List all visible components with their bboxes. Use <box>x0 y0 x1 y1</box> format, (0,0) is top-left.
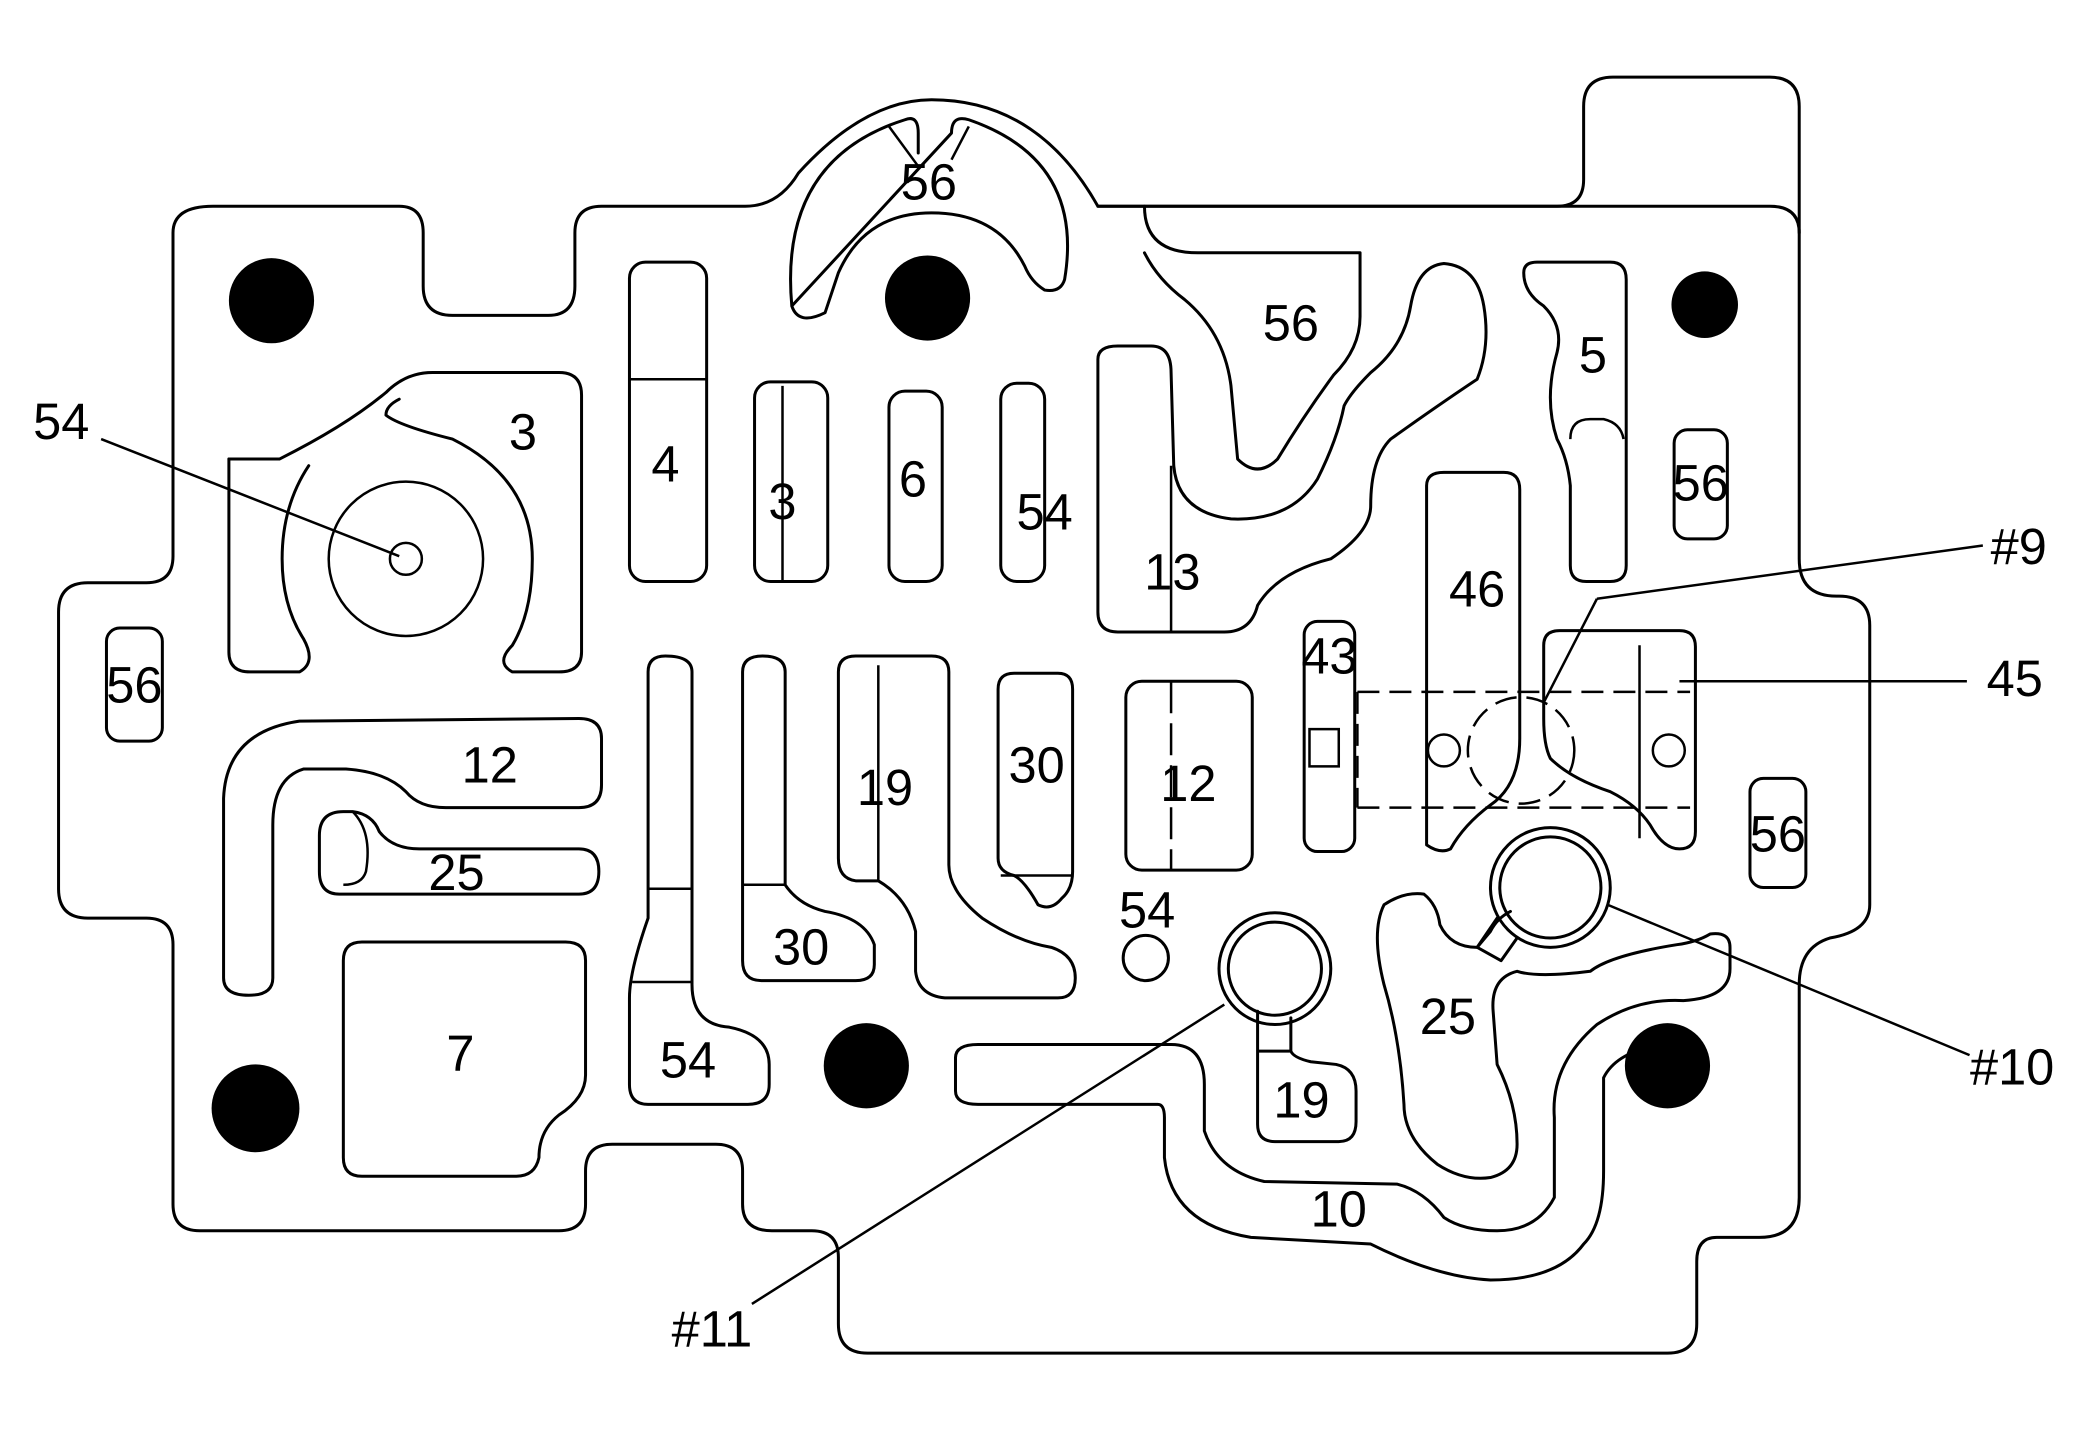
bolt-hole <box>823 1023 909 1109</box>
passage-6-col <box>889 391 942 581</box>
label-4: 4 <box>651 436 679 493</box>
passage-13 <box>1098 263 1486 632</box>
passage-4-upper <box>629 262 706 581</box>
passage-43 <box>1304 621 1355 851</box>
passage-10 <box>955 894 1730 1231</box>
label-46: 46 <box>1449 561 1505 618</box>
callout-check-11: #11 <box>672 1301 753 1358</box>
callout-check-9: #9 <box>1991 518 2047 575</box>
label-56-top: 56 <box>1263 295 1319 352</box>
label-30-mid: 30 <box>1009 736 1065 793</box>
passage-5 <box>1524 262 1626 581</box>
leader-9b <box>1544 599 1597 703</box>
passage-3-col <box>755 382 828 582</box>
passage-54-col <box>1001 383 1045 581</box>
bolt-hole <box>884 255 971 341</box>
label-3-top: 3 <box>509 404 537 461</box>
label-43: 43 <box>1301 627 1357 684</box>
separator-plate-dashed <box>1357 692 1690 808</box>
label-54-low: 54 <box>660 1032 716 1089</box>
callout-check-10: #10 <box>1970 1038 2054 1095</box>
label-3-mid: 3 <box>768 473 796 530</box>
label-13: 13 <box>1144 543 1200 600</box>
passage-56-right-low <box>1750 778 1806 887</box>
label-56-arc: 56 <box>901 154 957 211</box>
callout-45: 45 <box>1987 650 2043 707</box>
leader-9 <box>1597 546 1983 599</box>
passage-12-left <box>224 718 602 995</box>
checkball-11-ring <box>1219 913 1331 1025</box>
label-19-mid: 19 <box>857 759 913 816</box>
passage-45 <box>1544 631 1696 849</box>
passage-7 <box>343 942 585 1176</box>
passage-25-left <box>319 812 598 894</box>
label-12-left: 12 <box>462 736 518 793</box>
checkball-9-dashed <box>1468 697 1574 803</box>
leader-10 <box>1608 905 1970 1055</box>
passage-3-block <box>229 373 582 672</box>
casting-outline <box>59 77 1870 1353</box>
passage-30-low <box>743 656 875 981</box>
passage-54-low <box>629 656 769 1104</box>
label-30-low: 30 <box>773 919 829 976</box>
label-19-low: 19 <box>1273 1072 1329 1129</box>
center-ring-inner <box>390 543 422 575</box>
leader-lines <box>101 439 1983 1304</box>
bolt-holes <box>211 255 1738 1153</box>
label-25-left: 25 <box>428 844 484 901</box>
label-12-mid: 12 <box>1160 755 1216 812</box>
bolt-hole <box>1624 1023 1711 1109</box>
bolt-hole <box>228 258 315 344</box>
center-ring-outer <box>329 482 483 636</box>
leader-54 <box>101 439 399 556</box>
label-56-right: 56 <box>1673 454 1729 511</box>
label-54-mid: 54 <box>1017 484 1073 541</box>
label-7: 7 <box>446 1025 474 1082</box>
checkball-10-ring <box>1490 828 1610 948</box>
passage-19-low <box>1258 1011 1356 1141</box>
label-25-right: 25 <box>1420 988 1476 1045</box>
label-54-small: 54 <box>1119 881 1175 938</box>
passage-56-arc <box>791 119 1068 318</box>
passage-56-right <box>1674 430 1727 539</box>
label-10: 10 <box>1311 1181 1367 1238</box>
label-56-right-low: 56 <box>1750 806 1806 863</box>
passage-12-mid <box>1126 681 1252 870</box>
passage-56-left <box>106 628 162 741</box>
passage-54-small <box>1123 935 1168 980</box>
bolt-hole <box>211 1064 300 1153</box>
passages <box>106 119 1805 1280</box>
label-6: 6 <box>899 450 927 507</box>
passage-19-mid <box>838 656 1075 998</box>
passage-labels: 56 3 4 3 6 54 13 56 5 56 46 43 56 12 25 … <box>106 154 1806 1238</box>
bolt-hole <box>1671 271 1738 338</box>
callout-54: 54 <box>33 393 89 450</box>
callout-labels: 54 #9 45 #10 #11 <box>33 393 2054 1357</box>
leader-11 <box>752 1005 1224 1304</box>
label-56-left: 56 <box>106 657 162 714</box>
passage-46 <box>1427 472 1520 850</box>
label-5: 5 <box>1579 327 1607 384</box>
